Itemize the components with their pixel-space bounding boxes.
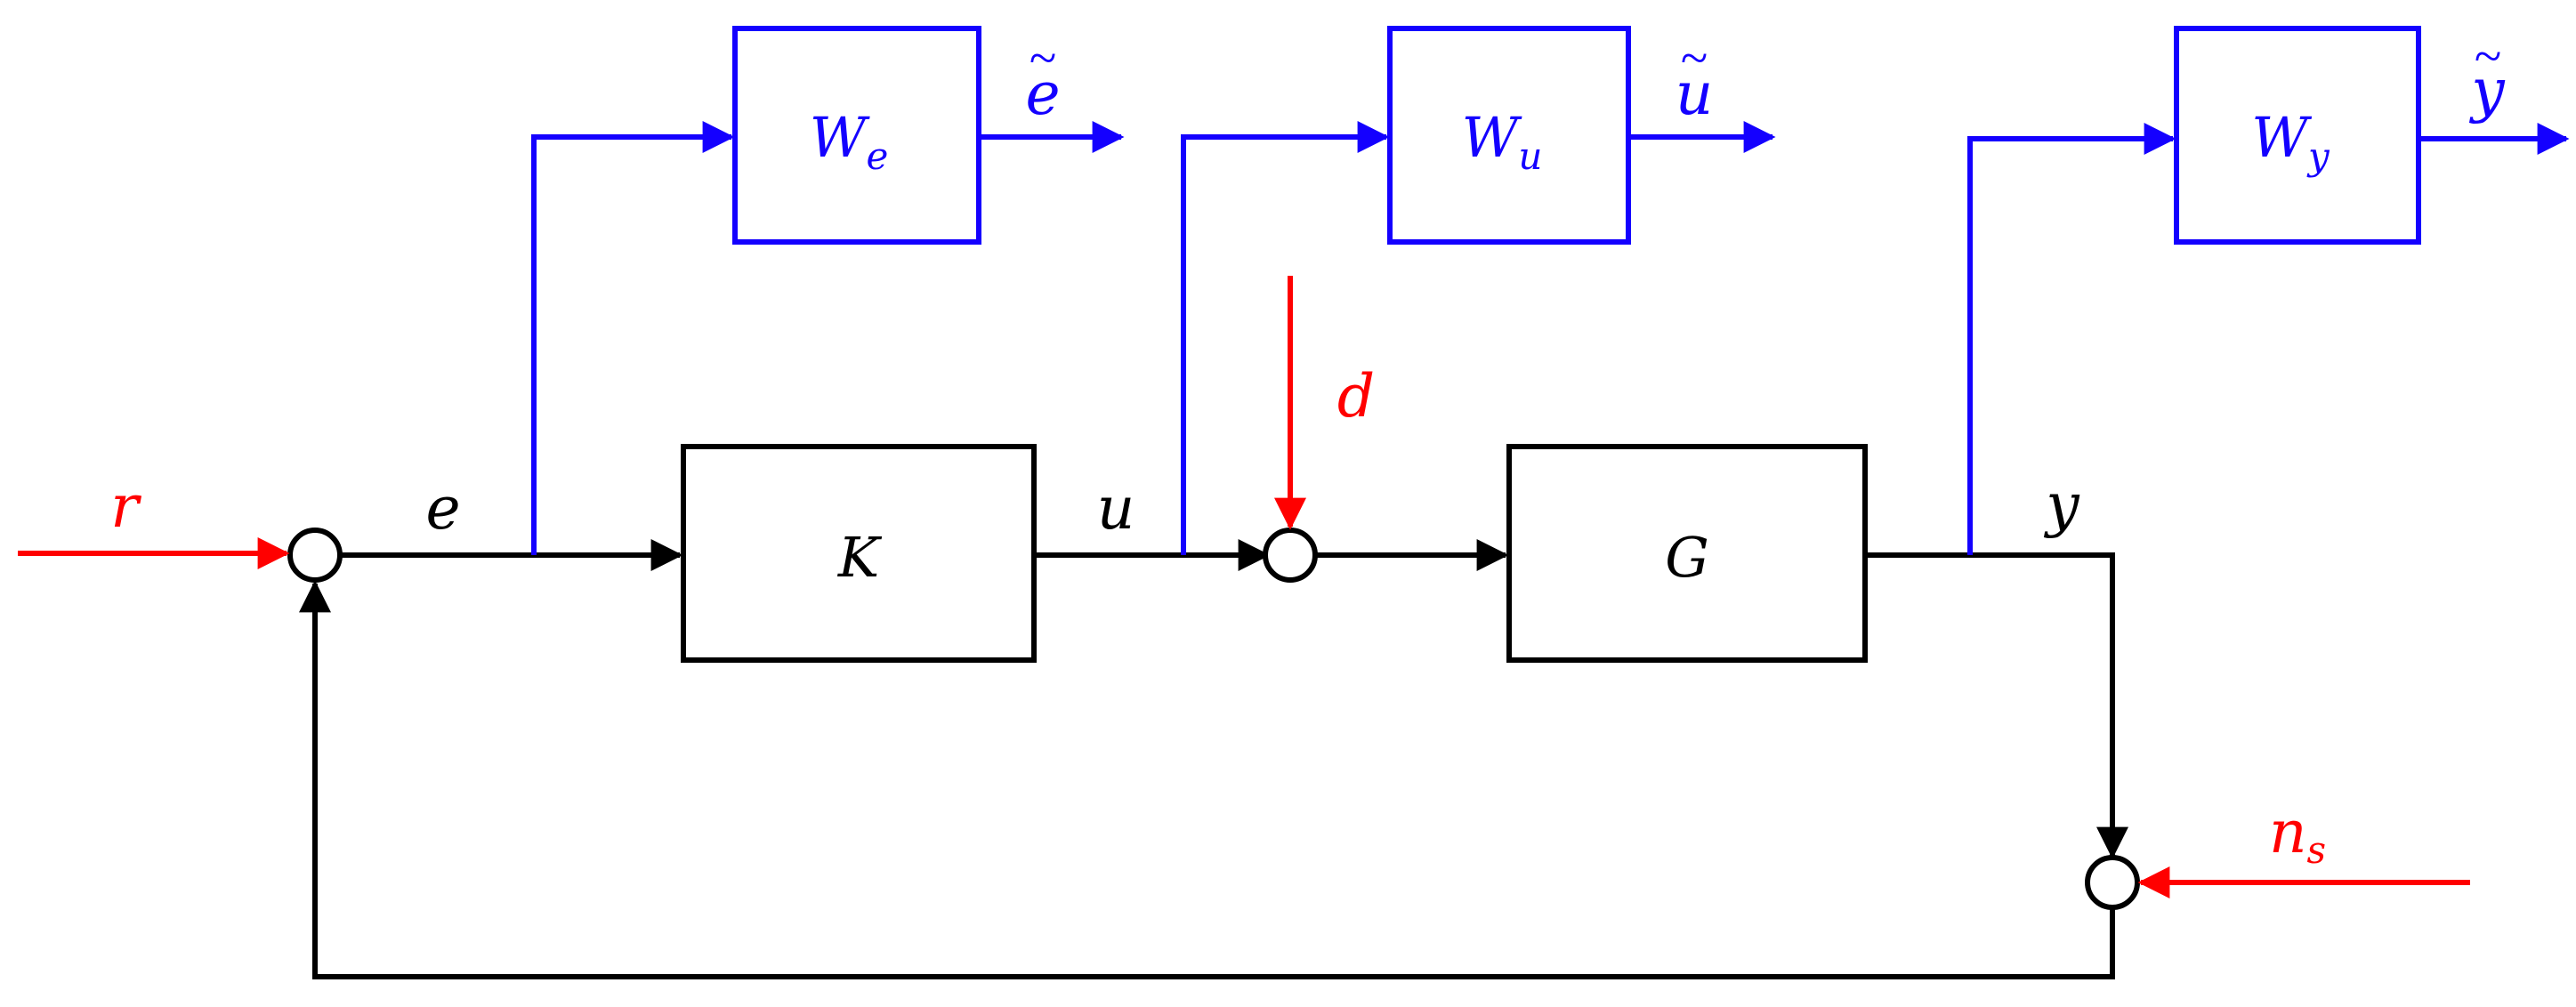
label-wu: Wu [1462, 105, 1543, 178]
block-we [732, 26, 981, 245]
signal-r: r [110, 472, 141, 541]
label-wy-main: W [2251, 105, 2312, 170]
signal-y: y [2043, 471, 2079, 539]
signal-e: e [425, 474, 460, 543]
label-wu-main: W [1462, 105, 1522, 170]
signal-y-tilde: y [2468, 56, 2505, 125]
tilde-e: ~ [1030, 31, 1056, 86]
summing-junction-error [287, 528, 343, 583]
signal-e-tilde: e [1025, 60, 1060, 128]
block-g [1506, 444, 1868, 663]
label-we: We [810, 105, 889, 178]
tilde-y: ~ [2475, 29, 2501, 85]
external-inputs [18, 276, 2470, 898]
label-wy-sub: y [2306, 134, 2330, 178]
wire-to-wu [1181, 121, 1390, 555]
wire-y [1865, 552, 2128, 859]
label-we-sub: e [866, 134, 888, 178]
label-wy: Wy [2251, 105, 2330, 178]
block-wu [1387, 26, 1631, 245]
block-wy [2174, 26, 2421, 245]
signal-u: u [1097, 474, 1135, 543]
wire-to-we [531, 121, 735, 555]
signal-ns-sub: s [2306, 828, 2326, 872]
label-k: K [837, 525, 883, 590]
signal-d: d [1337, 362, 1375, 431]
main-loop [299, 539, 2128, 979]
signal-ns-main: n [2269, 798, 2307, 866]
signal-ns: ns [2269, 798, 2326, 872]
weight-branches [531, 121, 2570, 555]
tilde-u: ~ [1681, 31, 1708, 86]
summing-junction-disturbance [1263, 528, 1318, 583]
label-we-main: W [810, 105, 870, 170]
signal-u-tilde: u [1676, 60, 1714, 128]
label-wu-sub: u [1518, 134, 1542, 178]
label-g: G [1665, 525, 1709, 590]
wire-to-wy [1967, 123, 2176, 555]
wire-feedback [299, 580, 2115, 979]
summing-junction-noise [2085, 855, 2140, 910]
block-k [681, 444, 1037, 663]
